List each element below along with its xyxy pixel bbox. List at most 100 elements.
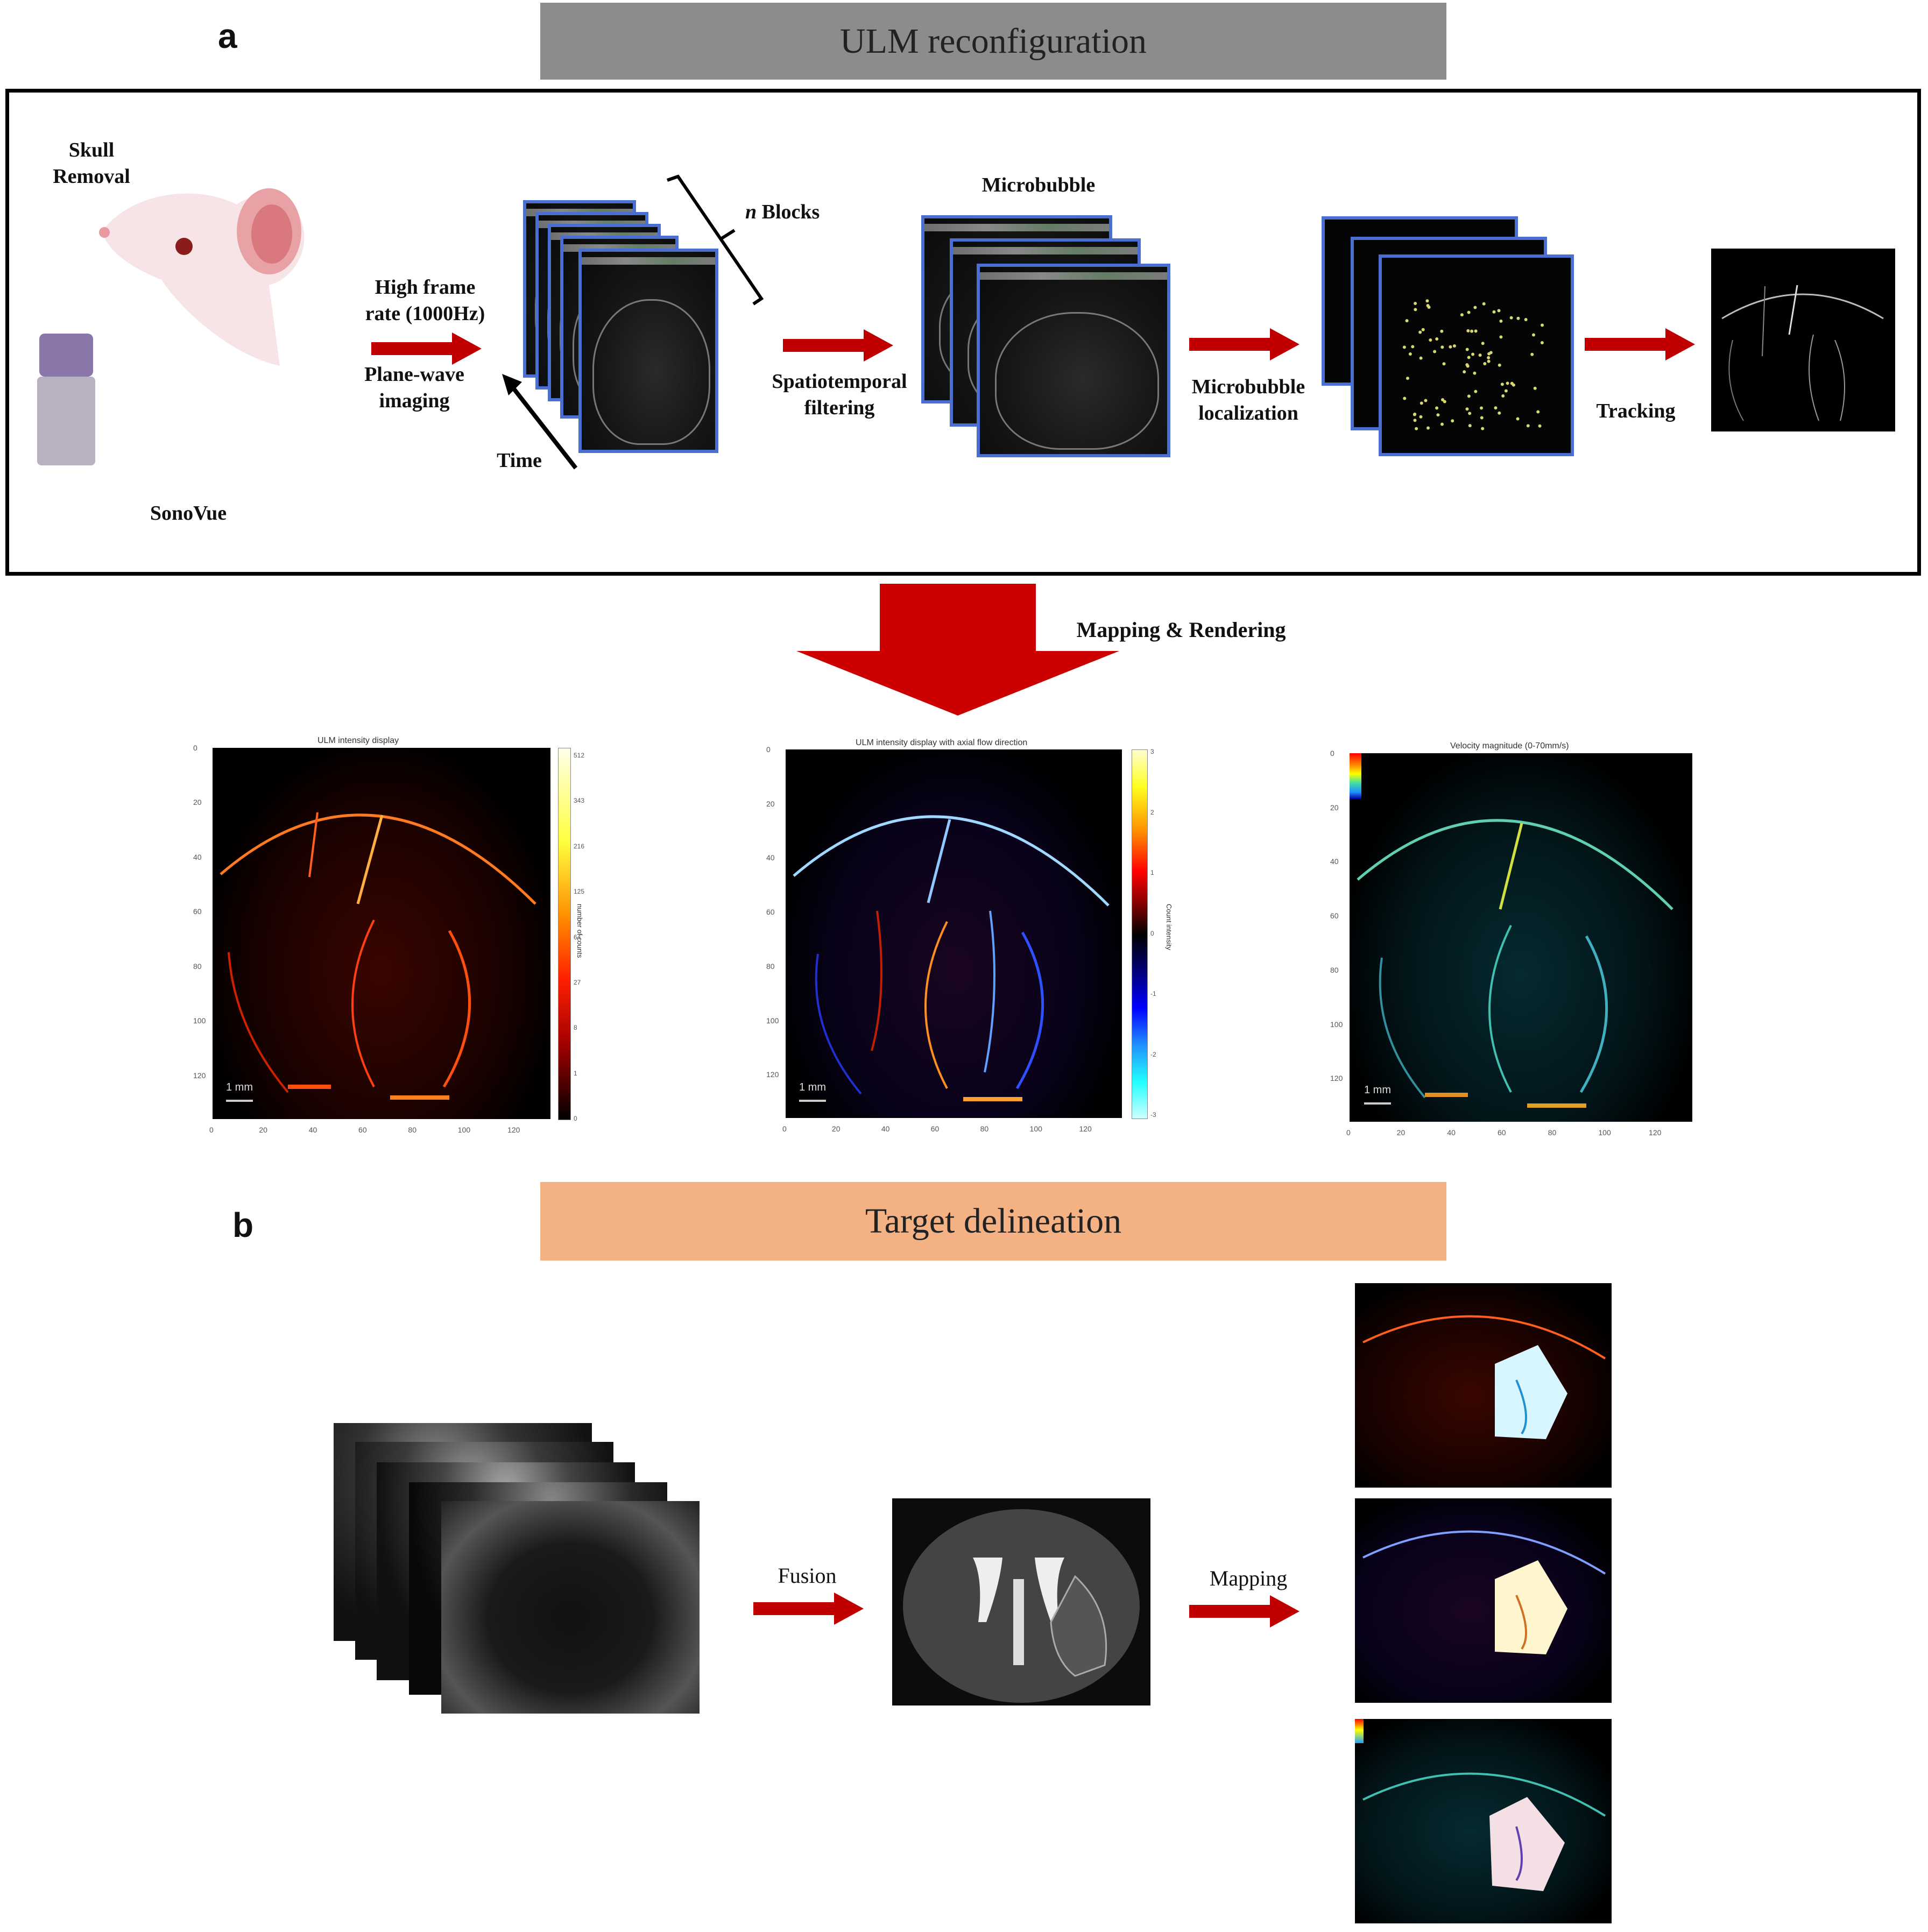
microbubble-dot (1480, 416, 1484, 420)
colorbar-tick-label: 2 (1150, 808, 1154, 816)
ulm-intensity-plot (213, 748, 550, 1119)
ultrasound-slice (441, 1501, 700, 1714)
microbubble-dot (1406, 377, 1409, 380)
y-tick-label: 40 (193, 852, 202, 861)
mapping-rendering-arrow-icon (796, 584, 1119, 716)
colorbar-tick-label: 0 (1150, 929, 1154, 937)
microbubble-dot (1482, 302, 1486, 306)
microbubble-dot (1440, 422, 1444, 426)
microbubble-dot (1470, 329, 1474, 333)
microbubble-dot (1440, 345, 1444, 349)
microbubble-dot (1465, 348, 1469, 351)
microbubble-dot (1541, 323, 1544, 327)
spatiotemporal-filtering-label: Spatiotemporal filtering (772, 370, 907, 420)
tracking-result-image (1711, 249, 1895, 431)
microbubble-dot (1480, 406, 1484, 410)
y-tick-label: 100 (766, 1016, 779, 1025)
arrow-right-icon (783, 329, 893, 362)
n-blocks-bracket (667, 174, 764, 306)
microbubble-dot (1504, 389, 1508, 393)
x-tick-label: 100 (1029, 1124, 1042, 1133)
y-tick-label: 100 (1330, 1020, 1343, 1029)
banner-label: ULM reconfiguration (840, 21, 1147, 61)
colorbar-tick-label: 343 (574, 797, 585, 805)
microbubble-dot (1435, 406, 1439, 410)
microbubble-dot (1526, 424, 1530, 428)
filtered-frame-3 (977, 264, 1170, 457)
x-tick-label: 80 (408, 1126, 416, 1134)
microbubble-dot (1473, 306, 1477, 309)
microbubble-dot (1524, 317, 1528, 321)
microbubble-dot (1468, 424, 1472, 428)
ulm-axial-flow-plot (786, 749, 1122, 1118)
mapping-rendering-label: Mapping & Rendering (1076, 618, 1286, 642)
microbubble-dot (1530, 352, 1534, 356)
arrow-right-icon (1585, 328, 1695, 360)
panel-letter-a: a (218, 17, 237, 55)
microbubble-dot (1540, 341, 1544, 344)
microbubble-dot (1440, 329, 1444, 333)
microbubble-dot (1435, 337, 1439, 341)
y-tick-label: 80 (193, 961, 202, 971)
colorbar-diverging (1132, 749, 1148, 1119)
colorbar-tick-label: 125 (574, 888, 585, 896)
microbubble-dot (1498, 411, 1501, 415)
colorbar-tick-label: 0 (574, 1115, 577, 1122)
y-tick-label: 120 (766, 1070, 779, 1079)
tumor-region-overlay (1362, 1772, 1606, 1891)
x-tick-label: 80 (980, 1124, 989, 1133)
sonovue-vial-icon (37, 334, 95, 465)
microbubble-dot (1487, 359, 1491, 363)
colorbar-tick-label: -1 (1150, 990, 1156, 997)
x-tick-label: 100 (1598, 1128, 1611, 1137)
microbubble-dot (1452, 344, 1456, 348)
arrow-right-icon (753, 1593, 864, 1625)
mapped-axial-flow-image (1355, 1498, 1612, 1703)
microbubble-dot (1413, 419, 1417, 422)
y-tick-label: 0 (766, 745, 771, 754)
acquisition-pipeline-box (5, 89, 1921, 576)
fusion-label: Fusion (778, 1563, 837, 1588)
microbubble-dot (1538, 424, 1542, 428)
microbubble-dot (1426, 303, 1430, 307)
microbubble-dot (1408, 352, 1412, 356)
arrow-right-icon (371, 332, 482, 365)
tumor-region-overlay (1362, 1530, 1606, 1654)
tumor-region-overlay (1362, 1315, 1606, 1439)
microbubble-dot (1471, 352, 1475, 356)
x-tick-label: 40 (1447, 1128, 1456, 1137)
microbubble-dot (1474, 329, 1478, 333)
n-blocks-label: n Blocks (745, 201, 820, 223)
mapping-label: Mapping (1209, 1566, 1288, 1590)
velocity-colorbar (1355, 1719, 1364, 1743)
microbubble-dot (1415, 427, 1418, 430)
x-tick-label: 40 (308, 1126, 317, 1134)
microbubble-label: Microbubble (981, 174, 1096, 196)
time-label: Time (497, 449, 542, 472)
y-tick-label: 100 (193, 1016, 206, 1025)
x-tick-label: 0 (1346, 1128, 1351, 1137)
y-tick-label: 40 (1330, 857, 1339, 866)
y-tick-label: 120 (193, 1071, 206, 1080)
microbubble-dot (1425, 299, 1429, 303)
y-tick-label: 0 (193, 744, 197, 752)
microbubble-dot (1474, 390, 1478, 393)
plot-title: ULM intensity display (317, 736, 399, 745)
y-tick-label: 40 (766, 853, 775, 862)
microbubble-dot (1500, 383, 1504, 386)
velocity-magnitude-plot (1350, 753, 1692, 1122)
y-tick-label: 20 (766, 799, 775, 808)
ulm-reconfiguration-banner: ULM reconfiguration (540, 3, 1446, 80)
x-tick-label: 60 (1498, 1128, 1506, 1137)
microbubble-dot (1497, 309, 1501, 313)
microbubble-dot (1478, 353, 1482, 357)
mouse-head-illustration (99, 188, 305, 366)
microbubble-dot (1419, 401, 1423, 405)
microbubble-dot (1536, 410, 1540, 414)
high-frame-rate-label: High frame rate (1000Hz) (365, 276, 485, 325)
mapped-intensity-image (1355, 1283, 1612, 1488)
microbubble-dot (1419, 415, 1423, 419)
microbubble-dot (1473, 371, 1477, 375)
colorbar-tick-label: -2 (1150, 1050, 1156, 1058)
microbubble-dot (1414, 302, 1417, 306)
